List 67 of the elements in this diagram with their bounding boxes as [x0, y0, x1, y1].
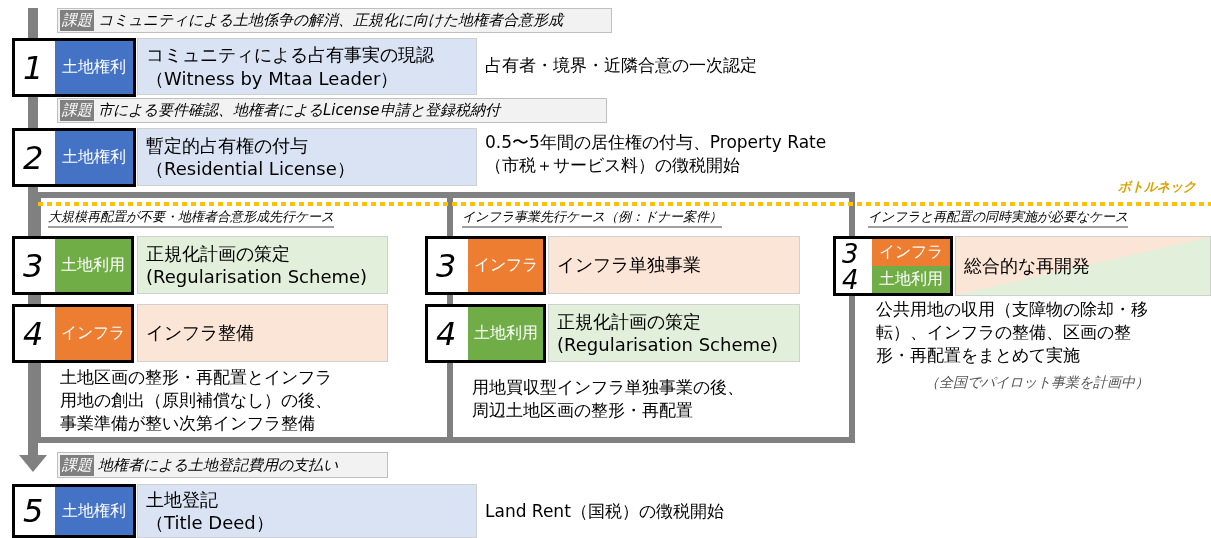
- step-title: 土地登記: [146, 487, 219, 511]
- description-text: Land Rent（国税）の徴税開始: [485, 500, 725, 523]
- step-box: [12, 236, 134, 295]
- issue-text: コミュニティによる土地係争の解消、正規化に向けた地権者合意形成: [98, 11, 563, 30]
- description-text: 土地区画の整形・再配置とインフラ用地の創出（原則補償なし）の後、事業準備が整い次第インフラ整備: [60, 366, 333, 435]
- process-box: [548, 236, 800, 294]
- step-number: 4: [436, 317, 457, 350]
- step-title: インフラ単独事業: [557, 253, 702, 277]
- step-subtitle: (Regularisation Scheme): [146, 265, 369, 289]
- issue-text: 市による要件確認、地権者によるLicense申請と登録税納付: [98, 101, 500, 120]
- step-subtitle: （Title Deed）: [146, 511, 275, 535]
- process-box: [548, 304, 800, 362]
- step-number: 3: [436, 249, 457, 282]
- process-box: [137, 38, 477, 95]
- step-title: コミュニティによる占有事実の現認: [146, 43, 435, 67]
- step-subtitle: （Witness by Mtaa Leader）: [146, 66, 400, 90]
- step-subtitle: (Regularisation Scheme): [557, 333, 780, 357]
- category-tag: 土地権利: [55, 487, 133, 535]
- case-heading: インフラ事業先行ケース（例：ドナー案件）: [462, 208, 722, 228]
- step-title: 総合的な再開発: [964, 254, 1091, 278]
- issue-tag: 課題: [60, 454, 94, 476]
- process-box: [137, 236, 388, 294]
- category-tag: インフラ: [872, 239, 950, 266]
- category-tag: 土地利用: [872, 266, 950, 293]
- issue-tag: 課題: [60, 100, 94, 121]
- step-number: 1: [23, 51, 44, 84]
- step-subtitle: （Residential License）: [146, 157, 356, 181]
- step-box: [12, 128, 136, 187]
- issue-banner: [57, 452, 388, 478]
- issue-tag: 課題: [60, 10, 94, 31]
- step-box: [12, 304, 134, 363]
- issue-banner: [57, 8, 612, 33]
- issue-banner: [57, 98, 607, 123]
- category-tag: 土地権利: [55, 41, 133, 94]
- step-number: 2: [23, 141, 44, 174]
- case-heading: 大規模再配置が不要・地権者合意形成先行ケース: [48, 208, 334, 228]
- process-box: [137, 304, 388, 362]
- step-number: 4: [23, 317, 44, 350]
- step-number: 3: [23, 249, 44, 282]
- process-box: [137, 484, 477, 538]
- description-text: 0.5〜5年間の居住権の付与、Property Rate（市税＋サービス料）の徴税開始: [485, 131, 828, 177]
- step-number: 4: [842, 267, 859, 293]
- step-box: [425, 236, 546, 295]
- process-box: [955, 236, 1211, 296]
- step-box: [833, 236, 953, 296]
- description-text: 占有者・境界・近隣合意の一次認定: [485, 54, 758, 77]
- step-title: 暫定的占有権の付与: [146, 133, 309, 157]
- issue-text: 地権者による土地登記費用の支払い: [98, 455, 338, 475]
- step-box: [12, 38, 136, 97]
- process-box: [137, 128, 477, 186]
- step-number: 5: [23, 495, 44, 527]
- description-text: 公共用地の収用（支障物の除却・移転）、インフラの整備、区画の整形・再配置をまとめて実施: [876, 298, 1149, 367]
- category-tag: インフラ: [468, 239, 543, 292]
- step-title: 正規化計画の策定: [557, 309, 702, 333]
- step-title: 正規化計画の策定: [146, 241, 291, 265]
- note-text: （全国でパイロット事業を計画中）: [925, 374, 1149, 392]
- step-number: 3: [842, 241, 859, 267]
- step-box: [425, 304, 546, 363]
- category-tag: 土地利用: [55, 239, 131, 292]
- step-title: インフラ整備: [146, 321, 255, 345]
- description-text: 用地買収型インフラ単独事業の後、周辺土地区画の整形・再配置: [472, 376, 745, 422]
- category-tag: 土地利用: [468, 307, 543, 360]
- step-box: [12, 484, 136, 538]
- case-heading: インフラと再配置の同時実施が必要なケース: [868, 208, 1128, 228]
- bottleneck-label: ボトルネック: [1118, 178, 1196, 196]
- category-tag: 土地権利: [55, 131, 133, 184]
- category-tag: インフラ: [55, 307, 131, 360]
